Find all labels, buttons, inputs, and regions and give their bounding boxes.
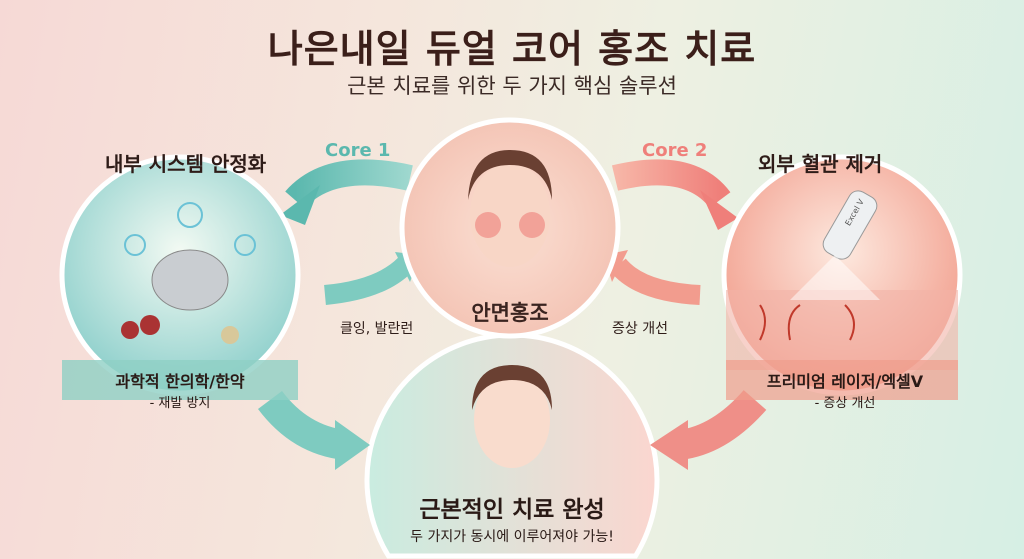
- medical-icon: [124, 234, 146, 256]
- left-caption-main: 과학적 한의학/한약: [115, 372, 245, 391]
- laser-beam: [790, 255, 880, 300]
- healthy-face-icon: [474, 372, 550, 468]
- herb-slice-icon: [221, 326, 239, 344]
- jujube-icon: [140, 315, 160, 335]
- core2-arrow-out: [611, 159, 731, 209]
- right-to-result-arrow-head: [650, 420, 688, 470]
- result-caption: 근본적인 치료 완성 두 가지가 동시에 이루어져야 가능!: [362, 490, 662, 546]
- right-caption-band: [726, 360, 958, 400]
- right-caption-main: 프리미엄 레이저/엑셀V: [766, 372, 924, 391]
- laser-device-icon: [822, 190, 878, 260]
- result-caption-main: 근본적인 치료 완성: [419, 497, 605, 523]
- core2-arrow-note: 증상 개선: [612, 321, 668, 337]
- hair-icon: [472, 365, 552, 410]
- left-caption: 과학적 한의학/한약 - 재발 방지: [70, 368, 290, 411]
- redness-mark: [519, 212, 545, 238]
- core2-label: Core 2: [642, 140, 708, 161]
- core2-arrow-head: [700, 190, 738, 230]
- page-title: 나은내일 듀얼 코어 홍조 치료: [267, 27, 757, 71]
- core1-arrow-out: [285, 159, 413, 210]
- left-caption-band: [62, 360, 298, 400]
- center-caption: 안면홍조: [471, 301, 549, 325]
- page-subtitle: 근본 치료를 위한 두 가지 핵심 솔루션: [347, 74, 677, 98]
- right-caption-sub: - 증상 개선: [814, 396, 876, 411]
- hair-icon: [468, 150, 552, 200]
- herbal-pot-icon: [151, 249, 229, 311]
- core1-arrow-back: [323, 257, 413, 305]
- core1-label: Core 1: [325, 140, 391, 161]
- skin-layer: [726, 290, 958, 370]
- balance-icon: [234, 234, 256, 256]
- redness-mark: [475, 212, 501, 238]
- left-heading: 내부 시스템 안정화: [105, 152, 267, 176]
- right-heading: 외부 혈관 제거: [758, 152, 883, 176]
- jujube-icon: [121, 321, 139, 339]
- dna-icon: [177, 202, 203, 228]
- result-caption-sub: 두 가지가 동시에 이루어져야 가능!: [410, 529, 614, 545]
- right-caption: 프리미엄 레이저/엑셀V - 증상 개선: [725, 368, 965, 411]
- flushed-face-icon: [470, 163, 550, 267]
- left-caption-sub: - 재발 방지: [149, 396, 211, 411]
- blood-vessels-icon: [759, 304, 855, 341]
- core1-arrow-note: 클잉, 발란런: [340, 321, 414, 337]
- left-to-result-arrow-head: [335, 420, 370, 470]
- core2-arrow-back: [610, 258, 701, 305]
- core1-arrow-head: [280, 185, 320, 225]
